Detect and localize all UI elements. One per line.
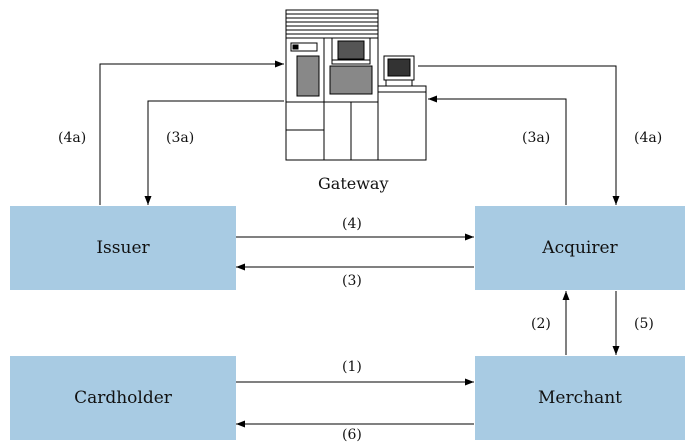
cardholder-box: Cardholder: [10, 356, 236, 440]
acquirer-box: Acquirer: [475, 206, 685, 290]
acquirer-label: Acquirer: [542, 238, 618, 258]
step-3a-left-label: (3a): [166, 130, 195, 146]
arrow-step-3a-left: [144, 100, 284, 205]
step-3a-right-label: (3a): [522, 130, 551, 146]
step-4-label: (4): [342, 216, 362, 232]
arrow-step-4a-right: [418, 65, 620, 205]
step-1-label: (1): [342, 359, 362, 375]
arrow-step-4a-left: [99, 60, 284, 205]
mainframe-server-icon: [285, 9, 379, 161]
computer-terminal-icon: [377, 55, 427, 161]
issuer-box: Issuer: [10, 206, 236, 290]
step-4a-left-label: (4a): [58, 130, 87, 146]
step-5-label: (5): [634, 316, 654, 332]
step-3-label: (3): [342, 273, 362, 289]
step-6-label: (6): [342, 427, 362, 443]
cardholder-label: Cardholder: [74, 388, 172, 408]
step-2-label: (2): [531, 316, 551, 332]
merchant-label: Merchant: [538, 388, 622, 408]
issuer-label: Issuer: [96, 238, 150, 258]
gateway-label: Gateway: [318, 174, 389, 193]
step-4a-right-label: (4a): [634, 130, 663, 146]
merchant-box: Merchant: [475, 356, 685, 440]
arrow-step-3a-right: [428, 95, 567, 205]
